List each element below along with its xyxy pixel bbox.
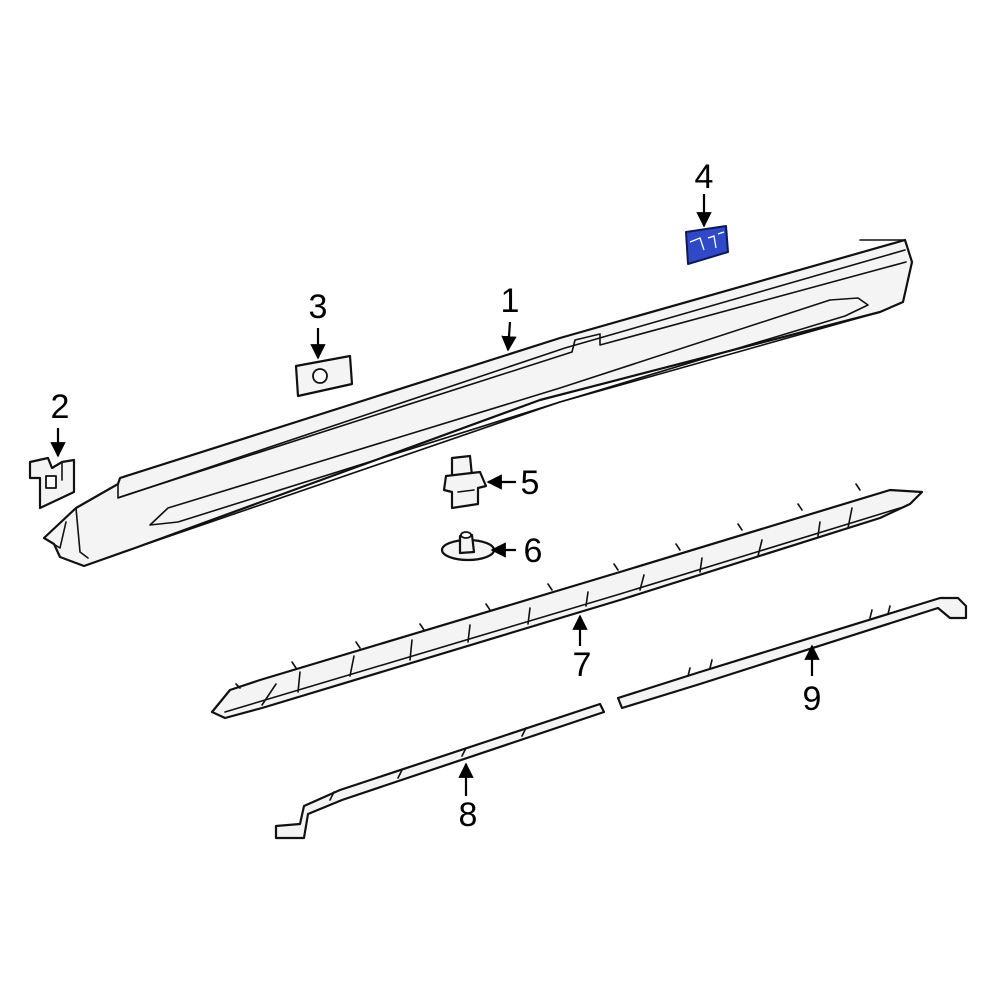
part-4-clip[interactable] (685, 221, 729, 265)
callout-3: 3 (309, 288, 328, 326)
callout-6: 6 (524, 532, 543, 570)
callout-2: 2 (51, 388, 70, 426)
part-9-strip[interactable] (616, 596, 968, 710)
part-8-strip[interactable] (274, 702, 606, 840)
callout-4: 4 (695, 158, 714, 196)
callout-7: 7 (573, 646, 592, 684)
part-7-moulding[interactable] (210, 483, 924, 720)
part-3-nut-plate[interactable] (294, 354, 354, 398)
callout-8: 8 (459, 796, 478, 834)
leader-1 (501, 321, 517, 352)
part-2-bracket[interactable] (28, 456, 76, 510)
callout-1: 1 (501, 282, 520, 320)
part-6-fastener[interactable] (440, 531, 496, 562)
part-5-retainer[interactable] (442, 454, 488, 510)
part-1-rocker-panel[interactable] (42, 238, 914, 568)
callout-5: 5 (521, 464, 540, 502)
callout-9: 9 (803, 680, 822, 718)
